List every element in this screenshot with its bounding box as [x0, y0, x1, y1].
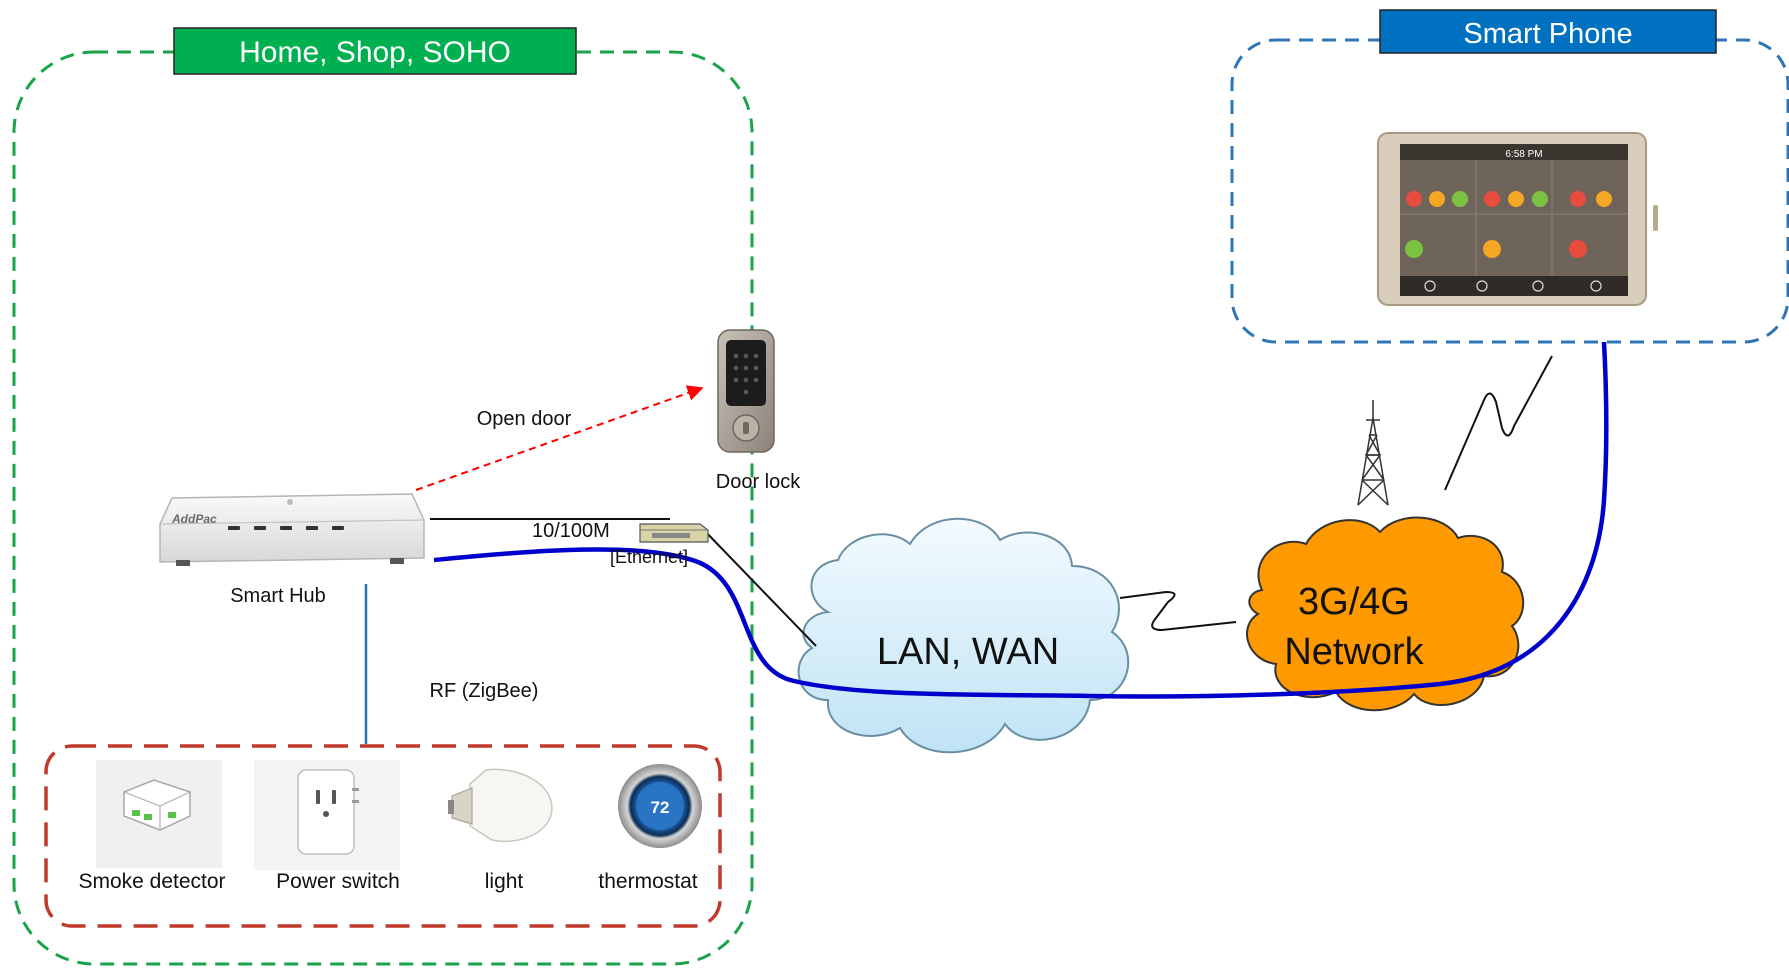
mobile-network-cloud: 3G/4G Network	[1246, 516, 1525, 712]
ethernet-type-label: [Ethernet]	[610, 547, 688, 567]
home-group: Home, Shop, SOHO	[12, 27, 754, 966]
door-lock-device	[717, 329, 775, 453]
smoke-detector-label: Smoke detector	[78, 870, 225, 893]
power-switch-device	[254, 760, 400, 870]
phone-group: Smart Phone	[1230, 9, 1789, 344]
wireless-signal-icon	[1444, 355, 1553, 491]
smart-hub-label: Smart Hub	[230, 585, 326, 607]
rf-label: RF (ZigBee)	[430, 680, 539, 702]
ethernet-speed-label: 10/100M	[532, 520, 610, 542]
thermostat-device: 72	[618, 764, 702, 848]
light-bulb-device	[448, 768, 553, 843]
thermostat-display: 72	[651, 798, 670, 817]
tablet-clock: 6:58 PM	[1505, 149, 1542, 160]
home-group-title-box	[173, 27, 577, 75]
switch-to-lan-link	[699, 525, 817, 647]
light-label: light	[485, 870, 524, 893]
phone-group-title: Smart Phone	[1463, 18, 1632, 50]
home-group-title: Home, Shop, SOHO	[239, 36, 511, 69]
thermostat-label: thermostat	[598, 870, 697, 893]
open-door-arrow	[415, 385, 704, 491]
mobile-network-label-line2: Network	[1284, 631, 1424, 673]
smart-hub-brand: AddPac	[171, 512, 217, 526]
internet-cable	[433, 341, 1609, 699]
wireless-link-icon	[1119, 590, 1237, 632]
door-lock-label: Door lock	[716, 471, 801, 493]
power-switch-label: Power switch	[276, 870, 400, 893]
smart-hub-device: AddPac	[159, 493, 425, 566]
sensor-group-border	[44, 744, 722, 928]
ethernet-switch-icon	[639, 523, 709, 543]
phone-group-title-box	[1379, 9, 1717, 54]
smoke-detector-device	[96, 760, 222, 868]
tablet-device: 6:58 PM	[1377, 132, 1658, 306]
lan-wan-cloud: LAN, WAN	[797, 517, 1130, 754]
mobile-network-label-line1: 3G/4G	[1298, 581, 1410, 623]
open-door-label: Open door	[477, 408, 572, 430]
lan-wan-label: LAN, WAN	[877, 631, 1059, 673]
tablet-app-tiles	[1405, 191, 1612, 258]
radio-tower-icon	[1357, 400, 1389, 506]
